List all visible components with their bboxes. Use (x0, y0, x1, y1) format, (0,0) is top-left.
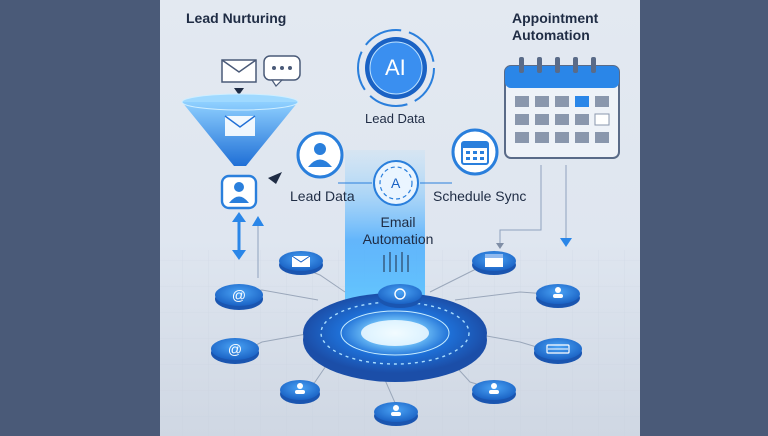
arrow-icon (496, 243, 504, 249)
lead-data-top-label: Lead Data (365, 111, 425, 126)
node-card-right (534, 338, 582, 364)
node-user-bottom (374, 402, 418, 426)
user-icon (491, 383, 497, 389)
calendar-icon (505, 57, 619, 158)
email-automation-line2: Automation (360, 231, 436, 248)
node-user-lower-right (472, 380, 516, 404)
down-arrow-icon (560, 238, 572, 247)
hub-letter: A (391, 175, 400, 191)
calendar-route (500, 165, 566, 245)
user-icon (555, 287, 561, 293)
bidirectional-arrow-icon (232, 212, 246, 260)
user-icon (297, 383, 303, 389)
at-sign-icon: @ (232, 287, 246, 303)
hub-node (378, 284, 422, 308)
node-at-left-bottom: @ (211, 338, 259, 364)
calendar-icon (453, 130, 497, 174)
at-sign-icon: @ (228, 341, 242, 357)
email-automation-line1: Email (360, 214, 436, 231)
user-icon (222, 176, 256, 208)
node-user-lower-left (280, 380, 320, 404)
node-at-left-top: @ (215, 284, 263, 310)
ai-badge-label: AI (385, 55, 406, 81)
envelope-icon (222, 60, 256, 82)
node-email (279, 251, 323, 275)
user-icon (298, 133, 342, 177)
arrow-icon (268, 172, 282, 184)
appointment-title-line2: Automation (512, 27, 598, 44)
lead-data-left-label: Lead Data (290, 188, 355, 204)
funnel-icon (182, 94, 298, 166)
user-icon (393, 405, 399, 411)
email-automation-label: Email Automation (360, 214, 436, 248)
node-calendar (472, 251, 516, 275)
appointment-title-line1: Appointment (512, 10, 598, 27)
appointment-automation-title: Appointment Automation (512, 10, 598, 44)
chat-icon (264, 56, 300, 86)
schedule-sync-label: Schedule Sync (433, 188, 526, 204)
node-user-right (536, 284, 580, 308)
lead-nurturing-title: Lead Nurturing (186, 10, 286, 26)
